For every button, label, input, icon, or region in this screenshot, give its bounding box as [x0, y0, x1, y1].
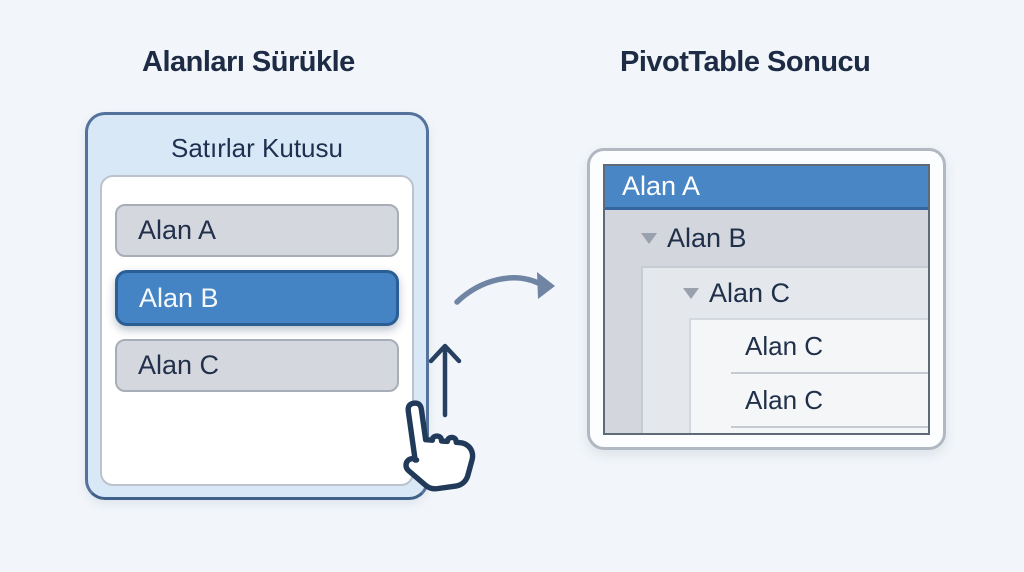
pivot-group-label: Alan C — [709, 277, 791, 308]
pivot-leaf-label: Alan C — [745, 330, 824, 361]
field-item-alan-b[interactable]: Alan B — [115, 270, 399, 326]
hand-pointer-icon — [403, 400, 476, 492]
pivot-level-2-group: Alan C Alan C Alan C — [641, 266, 928, 433]
rows-box-panel: Satırlar Kutusu Alan A Alan B Alan C — [85, 112, 476, 500]
pivot-leaf-label: Alan C — [745, 384, 824, 415]
triangle-down-icon[interactable] — [683, 287, 699, 299]
row-divider — [731, 426, 928, 428]
curved-right-arrow-icon — [454, 272, 555, 305]
field-item-label: Alan A — [138, 215, 217, 245]
right-section-title: PivotTable Sonucu — [620, 46, 871, 78]
fields-list: Alan A Alan B Alan C — [100, 175, 414, 486]
field-item-label: Alan B — [139, 282, 219, 313]
pivot-group-row-alan-b[interactable]: Alan B — [605, 210, 928, 266]
pivot-table: Alan A Alan B Alan C Alan C — [603, 164, 930, 435]
field-item-alan-a[interactable]: Alan A — [115, 204, 399, 257]
pivot-header-label: Alan A — [622, 171, 701, 201]
pivot-leaf-row: Alan C — [691, 374, 928, 426]
pivot-leaf-row: Alan C — [691, 320, 928, 372]
pivot-group-row-alan-c[interactable]: Alan C — [643, 268, 928, 318]
row-divider — [731, 372, 928, 374]
up-arrow-icon — [428, 343, 462, 418]
rows-box-title: Satırlar Kutusu — [171, 133, 343, 163]
triangle-down-icon[interactable] — [641, 232, 657, 244]
pivot-level-1-group: Alan B Alan C Alan C Alan C — [605, 210, 928, 433]
pivot-group-label: Alan B — [667, 222, 747, 253]
field-item-alan-c[interactable]: Alan C — [115, 339, 399, 392]
pivot-header-row[interactable]: Alan A — [605, 166, 928, 210]
left-section-title: Alanları Sürükle — [142, 46, 355, 78]
pivot-level-3-group: Alan C Alan C — [689, 318, 928, 433]
field-item-label: Alan C — [138, 350, 220, 380]
pivot-result-panel: Alan A Alan B Alan C Alan C — [587, 148, 946, 450]
